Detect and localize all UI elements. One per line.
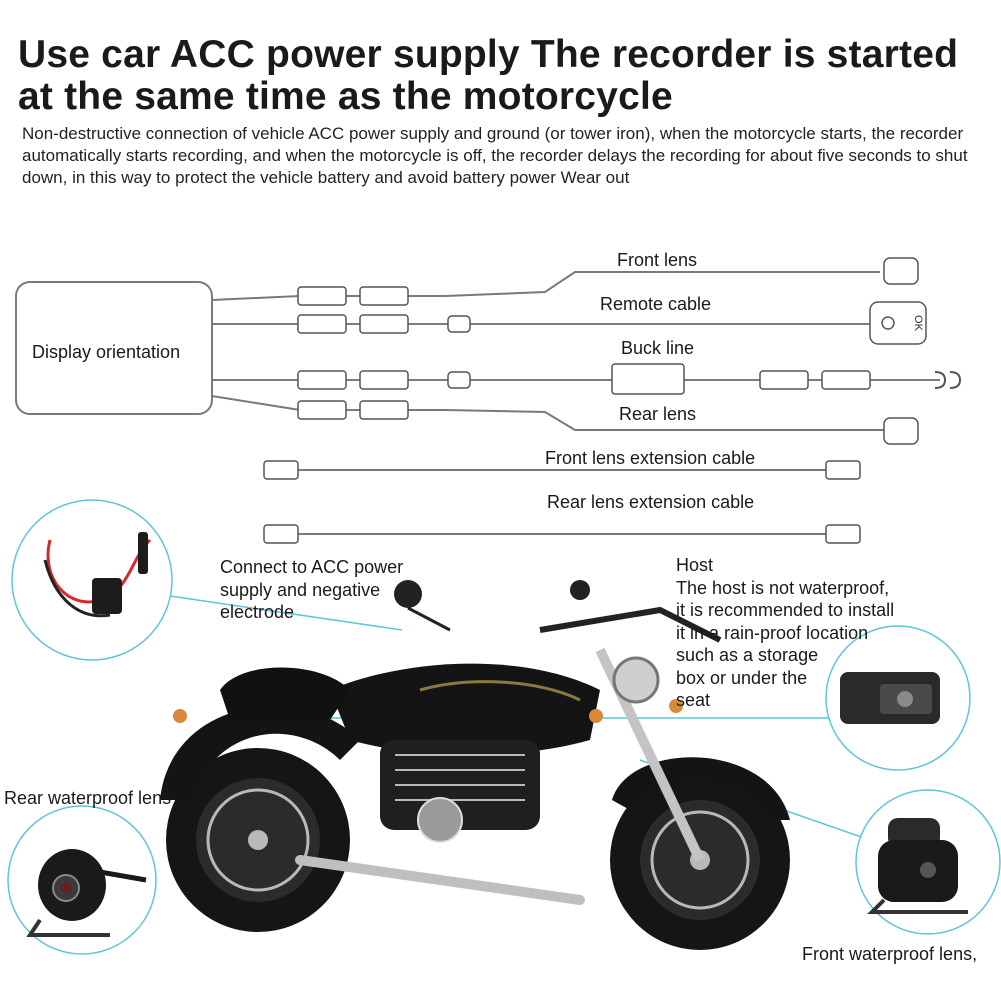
rear-lens-label: Rear lens: [619, 404, 697, 424]
motorcycle-illustration: [160, 580, 790, 950]
page-title: Use car ACC power supply The recorder is…: [18, 33, 959, 118]
acc-note: Connect to ACC power supply and negative…: [220, 556, 403, 624]
remote-button-label: OK: [912, 315, 924, 332]
front-lens-cable: [211, 271, 880, 301]
ring-terminal-icon: [934, 371, 947, 389]
acc-callout-line: [169, 595, 403, 631]
connector-icon: [297, 370, 347, 390]
host-note-line: seat: [676, 690, 711, 710]
host-unit-outline: [15, 281, 213, 415]
connector-icon: [297, 286, 347, 306]
front-lens-end-icon: [883, 257, 919, 285]
rear-lens-cable: [211, 395, 885, 431]
acc-wire-callout: [11, 499, 173, 661]
host-note: Host The host is not waterproof, it is r…: [676, 554, 894, 712]
front-extension-label: Front lens extension cable: [545, 448, 756, 468]
acc-wire-harness-icon: [43, 532, 152, 618]
camera-icon: [881, 316, 895, 330]
connector-icon: [759, 370, 809, 390]
connector-icon: [297, 400, 347, 420]
ferrite-bead-icon: [447, 315, 471, 333]
front-waterproof-lens-label: Front waterproof lens,: [802, 944, 978, 964]
connector-icon: [263, 460, 299, 480]
host-note-line: box or under the: [676, 667, 808, 688]
buck-converter-icon: [611, 363, 685, 395]
buck-line-label: Buck line: [621, 338, 695, 358]
rear-camera-icon: [26, 849, 147, 937]
connector-icon: [359, 314, 409, 334]
rear-extension-label: Rear lens extension cable: [547, 492, 755, 512]
acc-note-line: Connect to ACC power: [220, 557, 404, 577]
connector-icon: [821, 370, 871, 390]
connector-icon: [359, 400, 409, 420]
connector-icon: [825, 524, 861, 544]
host-note-title: Host: [676, 555, 714, 575]
ferrite-bead-icon: [447, 371, 471, 389]
acc-note-line: supply and negative: [220, 579, 381, 600]
rear-waterproof-lens-label: Rear waterproof lens: [4, 788, 172, 808]
ring-terminal-icon: [949, 371, 962, 389]
page-description: Non-destructive connection of vehicle AC…: [22, 124, 968, 187]
host-note-line: The host is not waterproof,: [676, 577, 890, 598]
host-device-icon: [840, 672, 940, 724]
acc-note-line: electrode: [220, 602, 295, 622]
connector-icon: [825, 460, 861, 480]
remote-button-icon: [869, 301, 927, 345]
rear-lens-end-icon: [883, 417, 919, 445]
connector-icon: [263, 524, 299, 544]
host-note-line: it in a rain-proof location: [676, 622, 869, 643]
connector-icon: [359, 286, 409, 306]
front-lens-label: Front lens: [617, 250, 698, 270]
host-note-line: such as a storage: [676, 645, 819, 665]
front-camera-icon: [867, 818, 968, 914]
connector-icon: [297, 314, 347, 334]
remote-cable-label: Remote cable: [600, 294, 712, 314]
connector-icon: [359, 370, 409, 390]
host-label: Display orientation: [32, 342, 181, 362]
host-note-line: it is recommended to install: [676, 600, 895, 620]
